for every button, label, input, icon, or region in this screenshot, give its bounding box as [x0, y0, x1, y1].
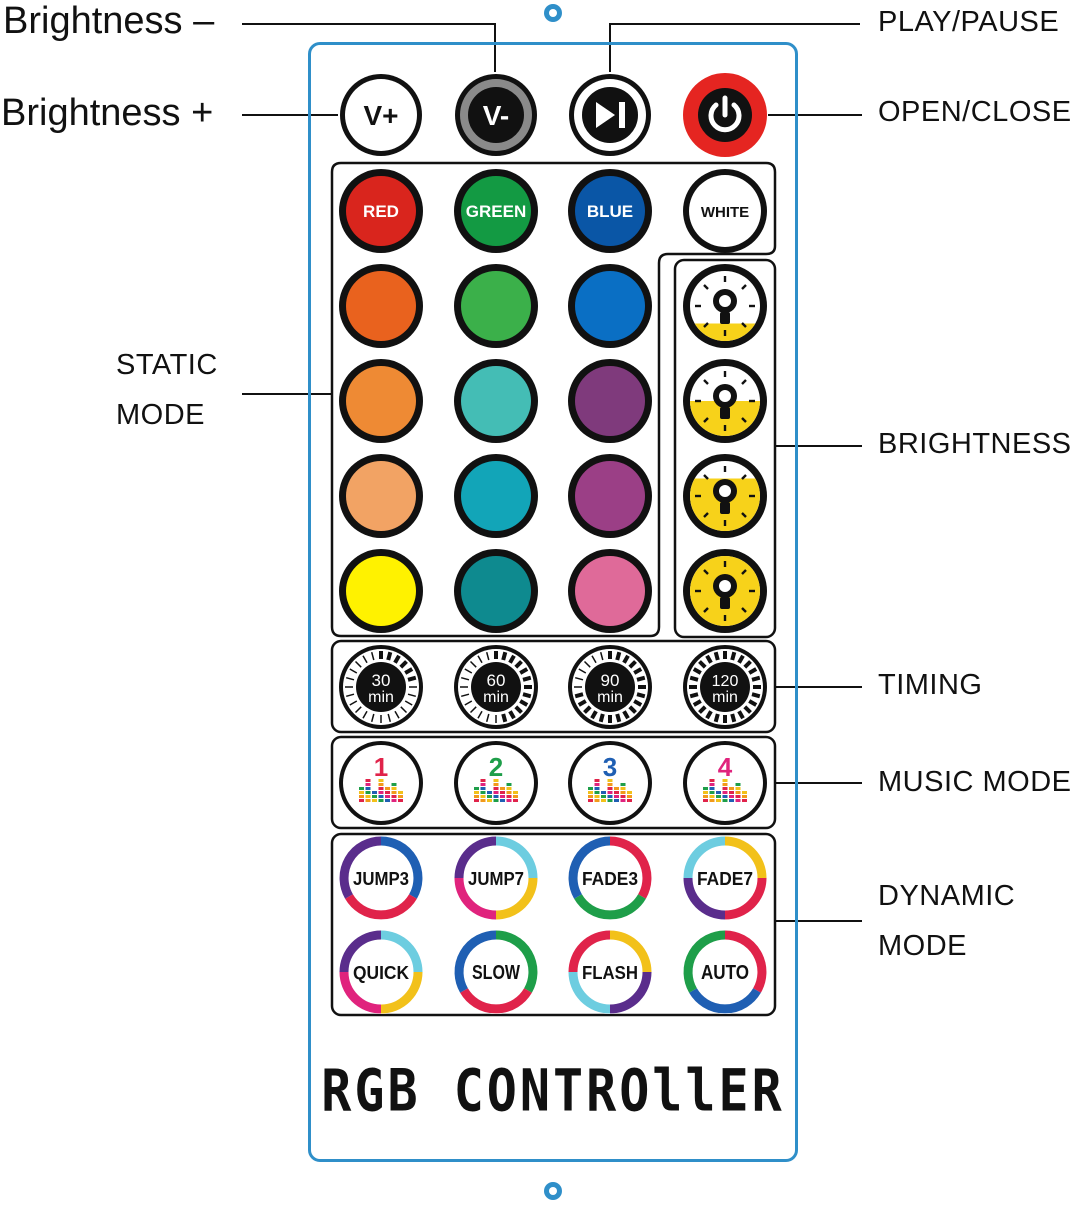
color-red-label: RED — [363, 202, 399, 221]
open-close-callout: OPEN/CLOSE — [878, 96, 1072, 128]
brightness-callout: BRIGHTNESS — [878, 428, 1072, 460]
mode-fade3-button[interactable]: FADE3 — [565, 833, 655, 923]
color-white-label: WHITE — [701, 204, 749, 221]
music-mode-1-label: 1 — [374, 752, 388, 782]
v-minus-label: V- — [483, 100, 509, 131]
brightness-level-3-button[interactable] — [680, 451, 770, 541]
static-color-3-1-button[interactable] — [336, 451, 426, 541]
mode-quick-button[interactable]: QUICK — [336, 927, 426, 1017]
brightness-group — [673, 258, 777, 639]
mode-jump3-label: JUMP3 — [353, 869, 409, 889]
music-mode-1-button[interactable]: 1 — [336, 738, 426, 828]
static-color-3-3-button[interactable] — [565, 451, 655, 541]
color-blue-button[interactable]: BLUE — [565, 166, 655, 256]
mode-quick-label: QUICK — [353, 963, 409, 983]
static-color-1-2-button[interactable] — [451, 261, 541, 351]
timer-90-value: 90 — [601, 671, 620, 690]
static-color-2-1-button[interactable] — [336, 356, 426, 446]
music-mode-callout: MUSIC MODE — [878, 766, 1072, 798]
mode-flash-label: FLASH — [582, 963, 638, 983]
play-pause-button[interactable] — [565, 70, 655, 160]
v-minus-button[interactable]: V- — [451, 70, 541, 160]
mode-slow-label: SLOW — [472, 962, 520, 984]
static-color-4-1-button[interactable] — [336, 546, 426, 636]
static-color-group — [330, 161, 777, 638]
music-mode-3-button[interactable]: 3 — [565, 738, 655, 828]
power-button[interactable] — [680, 70, 770, 160]
dynamic-mode-callout-line1: DYNAMIC — [878, 880, 1016, 912]
mode-slow-button[interactable]: SLOW — [451, 927, 541, 1017]
music-mode-2-button[interactable]: 2 — [451, 738, 541, 828]
top-screw — [544, 4, 562, 22]
dynamic-mode-callout-line2: MODE — [878, 930, 967, 962]
brightness-minus-leader — [242, 23, 496, 72]
timer-60-unit: min — [483, 689, 509, 706]
timer-120-unit: min — [712, 689, 738, 706]
brightness-level-1-button[interactable] — [680, 261, 770, 351]
static-color-1-3-button[interactable] — [565, 261, 655, 351]
music-mode-4-button[interactable]: 4 — [680, 738, 770, 828]
timer-120-value: 120 — [712, 673, 739, 690]
color-blue-label: BLUE — [587, 202, 633, 221]
static-color-4-3-button[interactable] — [565, 546, 655, 636]
mode-fade7-label: FADE7 — [697, 869, 753, 889]
music-mode-3-label: 3 — [603, 752, 617, 782]
static-color-2-3-button[interactable] — [565, 356, 655, 446]
play-pause-callout: PLAY/PAUSE — [878, 6, 1060, 38]
color-red-button[interactable]: RED — [336, 166, 426, 256]
mode-jump7-button[interactable]: JUMP7 — [451, 833, 541, 923]
v-plus-label: V+ — [363, 100, 398, 131]
color-green-button[interactable]: GREEN — [451, 166, 541, 256]
timer-60-value: 60 — [487, 671, 506, 690]
timer-90-unit: min — [597, 689, 623, 706]
model-name: RGB CONTROllER — [321, 1057, 785, 1125]
mode-jump3-button[interactable]: JUMP3 — [336, 833, 426, 923]
mode-flash-button[interactable]: FLASH — [565, 927, 655, 1017]
brightness-level-4-button[interactable] — [680, 546, 770, 636]
static-mode-callout-line2: MODE — [116, 399, 205, 431]
static-color-1-1-button[interactable] — [336, 261, 426, 351]
mode-jump7-label: JUMP7 — [468, 869, 524, 889]
static-color-4-2-button[interactable] — [451, 546, 541, 636]
color-green-label: GREEN — [466, 202, 526, 221]
music-mode-2-label: 2 — [489, 752, 503, 782]
music-mode-4-label: 4 — [718, 752, 733, 782]
mode-auto-label: AUTO — [701, 962, 749, 984]
static-color-2-2-button[interactable] — [451, 356, 541, 446]
timer-30-unit: min — [368, 689, 394, 706]
bottom-screw — [544, 1182, 562, 1200]
static-color-3-2-button[interactable] — [451, 451, 541, 541]
timing-callout: TIMING — [878, 669, 983, 701]
brightness-level-2-button[interactable] — [680, 356, 770, 446]
music-group — [330, 735, 777, 830]
play-pause-leader — [609, 23, 860, 72]
brightness-plus-callout: Brightness + — [1, 92, 214, 134]
mode-fade3-label: FADE3 — [582, 869, 638, 889]
timing-group — [330, 639, 777, 734]
mode-fade7-button[interactable]: FADE7 — [680, 833, 770, 923]
color-white-button[interactable]: WHITE — [680, 166, 770, 256]
v-plus-button[interactable]: V+ — [336, 70, 426, 160]
brightness-minus-callout: Brightness – — [3, 0, 215, 42]
remote-body — [308, 42, 798, 1162]
static-mode-callout-line1: STATIC — [116, 349, 218, 381]
dynamic-group — [330, 832, 777, 1017]
timer-30-value: 30 — [372, 671, 391, 690]
mode-auto-button[interactable]: AUTO — [680, 927, 770, 1017]
